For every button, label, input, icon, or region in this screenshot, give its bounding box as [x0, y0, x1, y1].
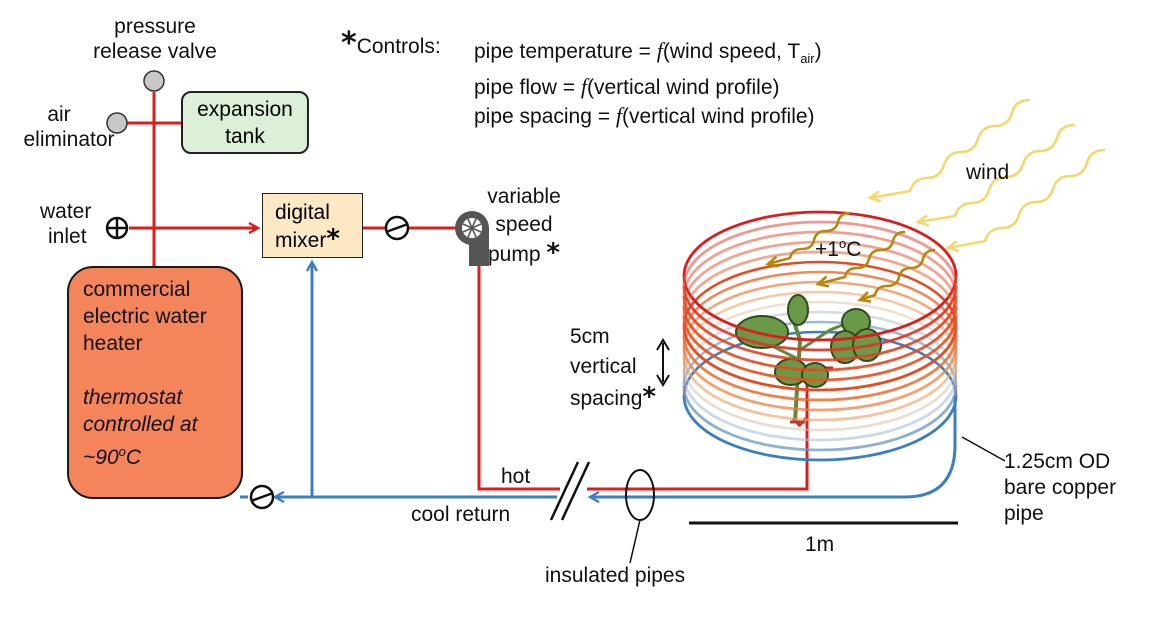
- expansion-tank-label-2: tank: [225, 125, 265, 148]
- pipe-label-1: 1.25cm OD: [1004, 450, 1111, 473]
- air-eliminator-label-2: eliminator: [23, 128, 115, 151]
- control-line-temperature: pipe temperature = f(wind speed, Tair): [474, 37, 822, 73]
- pipe-break-mark: [549, 461, 591, 521]
- controls-lines: pipe temperature = f(wind speed, Tair) p…: [474, 37, 822, 131]
- water-inlet-label-1: water: [40, 200, 92, 223]
- control-line-2b: (vertical wind profile): [586, 76, 780, 100]
- mixer-label-1: digital: [275, 201, 330, 224]
- cool-return-label: cool return: [411, 503, 511, 526]
- spacing-arrow: [656, 338, 670, 387]
- heater-label-4: thermostat: [83, 386, 183, 409]
- control-line-3f: f: [615, 103, 622, 129]
- temp-rise-label: +1oC: [815, 231, 861, 262]
- heater-temp-degree: o: [118, 444, 126, 459]
- pipe-label: 1.25cm OD bare copper pipe: [1004, 449, 1116, 527]
- insulation-marker: [625, 469, 655, 521]
- water-inlet-label-2: inlet: [48, 225, 87, 248]
- pump-label-3-text: pump: [488, 243, 541, 266]
- spacing-label-3: spacing*: [570, 382, 656, 414]
- control-line-3b: (vertical wind profile): [621, 105, 815, 129]
- control-line-1f: f: [656, 38, 663, 63]
- spacing-label: 5cm vertical spacing*: [570, 322, 656, 414]
- pump-label: variable speed pump *: [478, 183, 570, 269]
- wind-label: wind: [966, 161, 1010, 184]
- air-eliminator-label-1: air: [47, 103, 71, 126]
- water-heater: commercial electric water heater thermos…: [67, 266, 243, 499]
- spacing-label-2: vertical: [570, 355, 637, 378]
- pressure-valve-label-1: pressure: [114, 15, 196, 38]
- spacing-label-3-text: spacing: [570, 387, 643, 410]
- pressure-release-valve: [143, 70, 165, 92]
- warmed-wind-arrows-icon: [765, 211, 936, 303]
- heater-label-1: commercial: [83, 278, 191, 301]
- heater-temp-value: ~90: [83, 446, 119, 469]
- water-inlet-icon: [105, 216, 129, 240]
- heater-label-6: ~90oC: [83, 438, 227, 471]
- hot-pipe-top: [127, 92, 455, 268]
- pump-icon: [455, 211, 489, 266]
- insulation-pointer: [629, 519, 641, 564]
- controls-heading-text: Controls:: [356, 35, 441, 58]
- pump-label-3: pump *: [478, 239, 570, 269]
- heater-label-2: electric water: [83, 305, 207, 328]
- control-line-flow: pipe flow = f(vertical wind profile): [474, 73, 822, 102]
- hot-pipe-supply: [477, 266, 560, 491]
- heater-temp-unit: C: [125, 446, 142, 469]
- pressure-valve-label: pressure release valve: [80, 14, 230, 64]
- heater-label-5: controlled at: [83, 413, 198, 436]
- control-line-spacing: pipe spacing = f(vertical wind profile): [474, 102, 822, 131]
- return-check-valve-icon: [249, 484, 275, 510]
- hot-label: hot: [501, 465, 531, 488]
- pressure-valve-label-2: release valve: [93, 40, 217, 63]
- copper-coil-front: [682, 210, 958, 462]
- scale-label: 1m: [805, 533, 835, 556]
- mixer-asterisk: *: [326, 224, 340, 254]
- control-line-2a: pipe flow =: [474, 76, 581, 100]
- pipe-pointer: [961, 436, 1006, 462]
- control-line-1b: (wind speed, T: [662, 40, 801, 63]
- wind-arrows-icon: [867, 98, 1106, 253]
- mixer-label-2-text: mixer: [275, 229, 327, 252]
- control-line-1a: pipe temperature =: [474, 40, 657, 63]
- temp-rise-degree: o: [838, 236, 847, 251]
- expansion-tank-label-1: expansion: [197, 98, 293, 121]
- expansion-tank: expansion tank: [181, 91, 309, 154]
- digital-mixer: digital mixer*: [262, 193, 363, 258]
- air-eliminator: [106, 112, 128, 134]
- control-line-3a: pipe spacing =: [474, 105, 616, 129]
- pump-asterisk: *: [546, 238, 560, 268]
- pipe-label-2: bare copper: [1004, 476, 1117, 499]
- controls-heading: *Controls:: [341, 29, 441, 61]
- spacing-label-1: 5cm: [570, 325, 610, 348]
- mixer-label-2: mixer*: [275, 226, 362, 254]
- insulated-pipes-label: insulated pipes: [545, 564, 686, 587]
- heater-label-3: heater: [83, 332, 143, 355]
- check-valve-icon: [384, 215, 410, 241]
- water-inlet-label: water inlet: [40, 199, 91, 249]
- temp-rise-unit: C: [846, 238, 862, 261]
- control-line-1sub: air: [800, 51, 815, 67]
- pump-label-1: variable: [487, 185, 561, 208]
- control-line-1c: ): [814, 40, 822, 63]
- pipe-label-3: pipe: [1004, 502, 1044, 525]
- air-eliminator-label: air eliminator: [17, 102, 121, 152]
- temp-rise-value: +1: [815, 238, 839, 261]
- controls-asterisk: *: [341, 26, 357, 61]
- control-line-2f: f: [580, 74, 587, 100]
- spacing-asterisk: *: [642, 382, 656, 412]
- pump-label-2: speed: [495, 213, 553, 236]
- cool-return-pipe: [240, 262, 957, 497]
